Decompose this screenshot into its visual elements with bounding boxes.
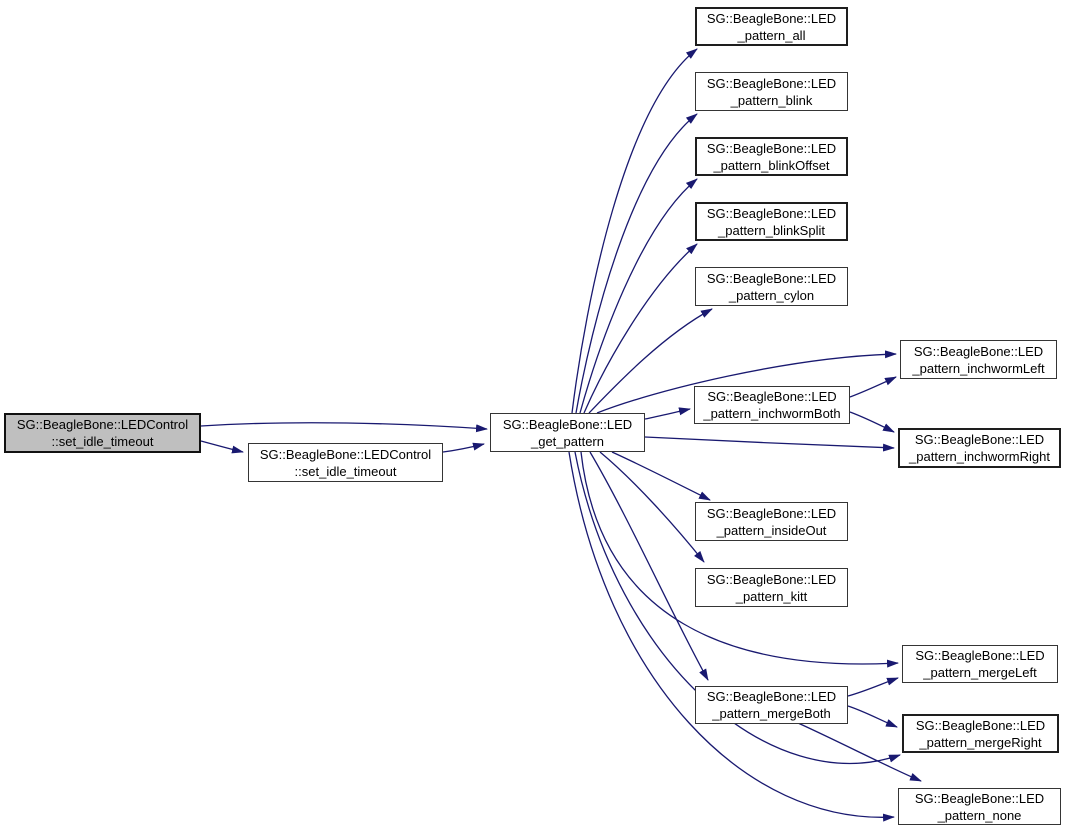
- graph-node-led-pattern-inchwormRight[interactable]: SG::BeagleBone::LED_pattern_inchwormRigh…: [898, 428, 1061, 468]
- edge-led-get-pattern-to-led-pattern-blinkSplit: [583, 243, 698, 414]
- graph-node-label-line: _pattern_mergeLeft: [923, 665, 1037, 680]
- graph-node-led-pattern-blinkSplit[interactable]: SG::BeagleBone::LED_pattern_blinkSplit: [695, 202, 848, 241]
- graph-node-label-line: SG::BeagleBone::LED: [707, 389, 837, 404]
- graph-node-label-line: _pattern_inchwormLeft: [912, 360, 1045, 376]
- graph-node-label-line: SG::BeagleBone::LED: [914, 790, 1045, 806]
- graph-node-label-line: SG::BeagleBone::LED: [502, 416, 633, 432]
- edge-led-get-pattern-to-led-pattern-none: [568, 451, 895, 822]
- graph-node-led-pattern-mergeRight[interactable]: SG::BeagleBone::LED_pattern_mergeRight: [902, 714, 1059, 753]
- graph-node-label-line: SG::BeagleBone::LED: [706, 505, 837, 521]
- edge-led-get-pattern-to-led-pattern-kitt: [599, 451, 705, 563]
- graph-node-label-line: _pattern_kitt: [735, 588, 808, 604]
- graph-node-label-line: ::set_idle_timeout: [51, 434, 154, 449]
- graph-node-label-line: _pattern_blinkOffset: [713, 157, 830, 173]
- graph-node-led-pattern-mergeBoth[interactable]: SG::BeagleBone::LED_pattern_mergeBoth: [695, 686, 848, 724]
- edge-ledcontrol-set-idle-timeout-to-set-idle-timeout: [200, 440, 244, 454]
- graph-node-label-line: _pattern_mergeRight: [919, 734, 1042, 750]
- graph-node-ledcontrol-set-idle-timeout: SG::BeagleBone::LEDControl::set_idle_tim…: [4, 413, 201, 453]
- graph-node-led-pattern-blink[interactable]: SG::BeagleBone::LED_pattern_blink: [695, 72, 848, 111]
- graph-node-led-pattern-inchwormBoth[interactable]: SG::BeagleBone::LED_pattern_inchwormBoth: [694, 386, 850, 424]
- graph-node-label-line: _pattern_inchwormRight: [909, 449, 1050, 464]
- edge-led-get-pattern-to-led-pattern-cylon: [588, 308, 713, 414]
- graph-node-label-line: ::set_idle_timeout: [294, 463, 397, 479]
- graph-node-label-line: SG::BeagleBone::LEDControl: [16, 417, 189, 432]
- graph-node-label-line: _pattern_all: [737, 27, 806, 43]
- graph-node-led-pattern-kitt[interactable]: SG::BeagleBone::LED_pattern_kitt: [695, 568, 848, 607]
- graph-node-label-line: _pattern_blinkSplit: [718, 222, 825, 238]
- graph-node-label-line: SG::BeagleBone::LED: [706, 205, 837, 221]
- edge-led-get-pattern-to-led-pattern-inchwormLeft: [596, 350, 897, 414]
- graph-node-led-pattern-inchwormLeft[interactable]: SG::BeagleBone::LED_pattern_inchwormLeft: [900, 340, 1057, 379]
- graph-node-led-pattern-none[interactable]: SG::BeagleBone::LED_pattern_none: [898, 788, 1061, 825]
- graph-node-led-pattern-all[interactable]: SG::BeagleBone::LED_pattern_all: [695, 7, 848, 46]
- graph-node-label-line: SG::BeagleBone::LED: [913, 343, 1044, 359]
- graph-node-label-line: _pattern_cylon: [728, 287, 815, 303]
- edge-ledcontrol-set-idle-timeout-to-led-get-pattern: [200, 422, 488, 433]
- graph-node-label-line: SG::BeagleBone::LED: [706, 10, 837, 26]
- graph-node-label-line: SG::BeagleBone::LED: [915, 648, 1045, 663]
- graph-node-label-line: SG::BeagleBone::LED: [706, 270, 837, 286]
- graph-node-label-line: SG::BeagleBone::LED: [914, 432, 1045, 447]
- edge-led-get-pattern-to-led-pattern-inchwormRight: [644, 436, 895, 452]
- graph-node-led-pattern-mergeLeft[interactable]: SG::BeagleBone::LED_pattern_mergeLeft: [902, 645, 1058, 683]
- graph-node-label-line: _pattern_mergeBoth: [712, 706, 831, 721]
- graph-node-led-pattern-blinkOffset[interactable]: SG::BeagleBone::LED_pattern_blinkOffset: [695, 137, 848, 176]
- edge-led-pattern-inchwormBoth-to-led-pattern-inchwormRight: [849, 411, 895, 433]
- edge-led-get-pattern-to-led-pattern-blinkOffset: [579, 178, 698, 414]
- edge-led-pattern-mergeBoth-to-led-pattern-mergeLeft: [847, 677, 899, 697]
- graph-node-label-line: _get_pattern: [530, 433, 604, 449]
- edge-set-idle-timeout-to-led-get-pattern: [442, 442, 485, 453]
- graph-node-led-pattern-cylon[interactable]: SG::BeagleBone::LED_pattern_cylon: [695, 267, 848, 306]
- graph-node-label-line: SG::BeagleBone::LED: [706, 571, 837, 587]
- edge-led-get-pattern-to-led-pattern-mergeLeft: [580, 451, 899, 668]
- graph-node-led-get-pattern[interactable]: SG::BeagleBone::LED_get_pattern: [490, 413, 645, 452]
- graph-node-label-line: _pattern_inchwormBoth: [703, 406, 841, 421]
- edge-led-pattern-mergeBoth-to-led-pattern-mergeRight: [847, 705, 898, 728]
- graph-node-set-idle-timeout[interactable]: SG::BeagleBone::LEDControl::set_idle_tim…: [248, 443, 443, 482]
- graph-node-label-line: _pattern_blink: [730, 92, 813, 108]
- edge-led-pattern-inchwormBoth-to-led-pattern-inchwormLeft: [849, 376, 897, 398]
- edge-led-get-pattern-to-led-pattern-insideOut: [611, 451, 711, 501]
- graph-node-label-line: _pattern_insideOut: [716, 522, 827, 538]
- graph-node-led-pattern-insideOut[interactable]: SG::BeagleBone::LED_pattern_insideOut: [695, 502, 848, 541]
- edge-led-get-pattern-to-led-pattern-mergeBoth: [589, 451, 709, 681]
- graph-node-label-line: SG::BeagleBone::LED: [706, 140, 837, 156]
- graph-node-label-line: _pattern_none: [937, 807, 1022, 823]
- edge-led-get-pattern-to-led-pattern-inchwormBoth: [644, 407, 691, 420]
- graph-node-label-line: SG::BeagleBone::LED: [915, 717, 1046, 733]
- graph-node-label-line: SG::BeagleBone::LED: [706, 689, 837, 704]
- edge-led-get-pattern-to-led-pattern-all: [571, 48, 698, 414]
- graph-node-label-line: SG::BeagleBone::LEDControl: [259, 446, 432, 462]
- edge-led-get-pattern-to-led-pattern-blink: [575, 113, 698, 414]
- edge-led-pattern-mergeBoth-to-led-pattern-none: [797, 722, 922, 782]
- graph-node-label-line: SG::BeagleBone::LED: [706, 75, 837, 91]
